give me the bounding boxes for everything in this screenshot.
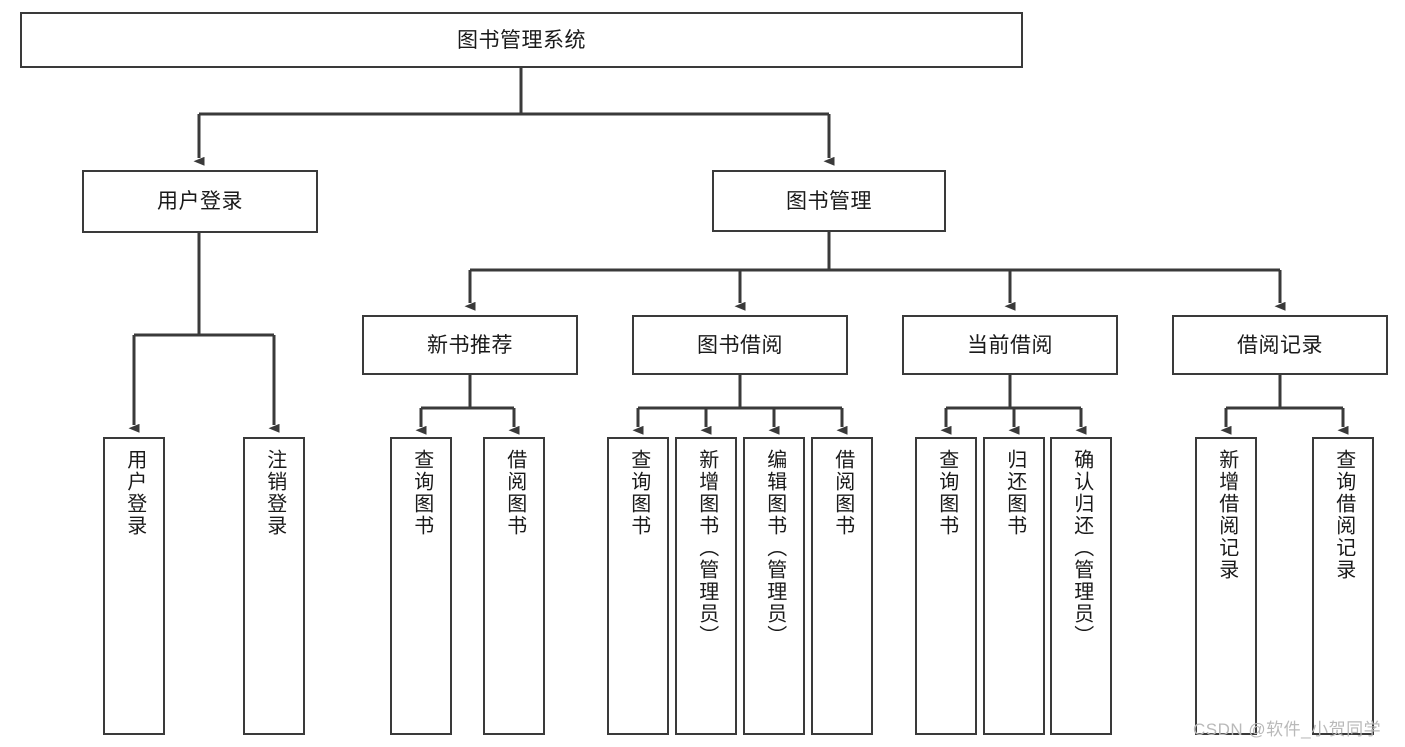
leaf-borrow-book-bb-label: 借阅图书 (831, 449, 854, 537)
node-new-book-recommend[interactable]: 新书推荐 (362, 315, 578, 375)
node-borrow-record[interactable]: 借阅记录 (1172, 315, 1388, 375)
node-user-login-label: 用户登录 (157, 190, 243, 213)
node-book-management-label: 图书管理 (786, 189, 872, 213)
node-new-book-recommend-label: 新书推荐 (427, 333, 513, 357)
node-current-borrow-label: 当前借阅 (967, 333, 1053, 357)
node-user-login[interactable]: 用户登录 (82, 170, 318, 233)
leaf-add-borrow-record[interactable]: 新增借阅记录 (1195, 437, 1257, 735)
leaf-confirm-return-label: 确认归还（管理员） (1070, 449, 1093, 647)
leaf-query-borrow-record-label: 查询借阅记录 (1332, 449, 1355, 581)
leaf-query-book-new[interactable]: 查询图书 (390, 437, 452, 735)
node-book-management[interactable]: 图书管理 (712, 170, 946, 232)
leaf-edit-book-admin[interactable]: 编辑图书（管理员） (743, 437, 805, 735)
node-root[interactable]: 图书管理系统 (20, 12, 1023, 68)
leaf-edit-book-admin-label: 编辑图书（管理员） (763, 449, 786, 647)
leaf-return-book[interactable]: 归还图书 (983, 437, 1045, 735)
leaf-confirm-return[interactable]: 确认归还（管理员） (1050, 437, 1112, 735)
leaf-user-login[interactable]: 用户登录 (103, 437, 165, 735)
leaf-query-book-cb-label: 查询图书 (935, 449, 958, 537)
leaf-query-book-cb[interactable]: 查询图书 (915, 437, 977, 735)
leaf-borrow-book-new-label: 借阅图书 (503, 449, 526, 537)
leaf-add-borrow-record-label: 新增借阅记录 (1215, 449, 1238, 581)
leaf-query-book-bb-label: 查询图书 (627, 449, 650, 537)
leaf-user-logout-label: 注销登录 (263, 449, 286, 537)
leaf-return-book-label: 归还图书 (1003, 449, 1026, 537)
leaf-add-book-admin[interactable]: 新增图书（管理员） (675, 437, 737, 735)
node-borrow-record-label: 借阅记录 (1237, 333, 1323, 357)
watermark: CSDN @软件_小贺同学 (1193, 720, 1382, 739)
leaf-query-borrow-record[interactable]: 查询借阅记录 (1312, 437, 1374, 735)
node-book-borrow[interactable]: 图书借阅 (632, 315, 848, 375)
node-book-borrow-label: 图书借阅 (697, 333, 783, 357)
leaf-user-login-label: 用户登录 (123, 449, 146, 537)
leaf-query-book-bb[interactable]: 查询图书 (607, 437, 669, 735)
leaf-user-logout[interactable]: 注销登录 (243, 437, 305, 735)
leaf-add-book-admin-label: 新增图书（管理员） (695, 449, 718, 647)
leaf-borrow-book-bb[interactable]: 借阅图书 (811, 437, 873, 735)
leaf-borrow-book-new[interactable]: 借阅图书 (483, 437, 545, 735)
node-root-label: 图书管理系统 (457, 28, 586, 52)
node-current-borrow[interactable]: 当前借阅 (902, 315, 1118, 375)
leaf-query-book-new-label: 查询图书 (410, 449, 433, 537)
